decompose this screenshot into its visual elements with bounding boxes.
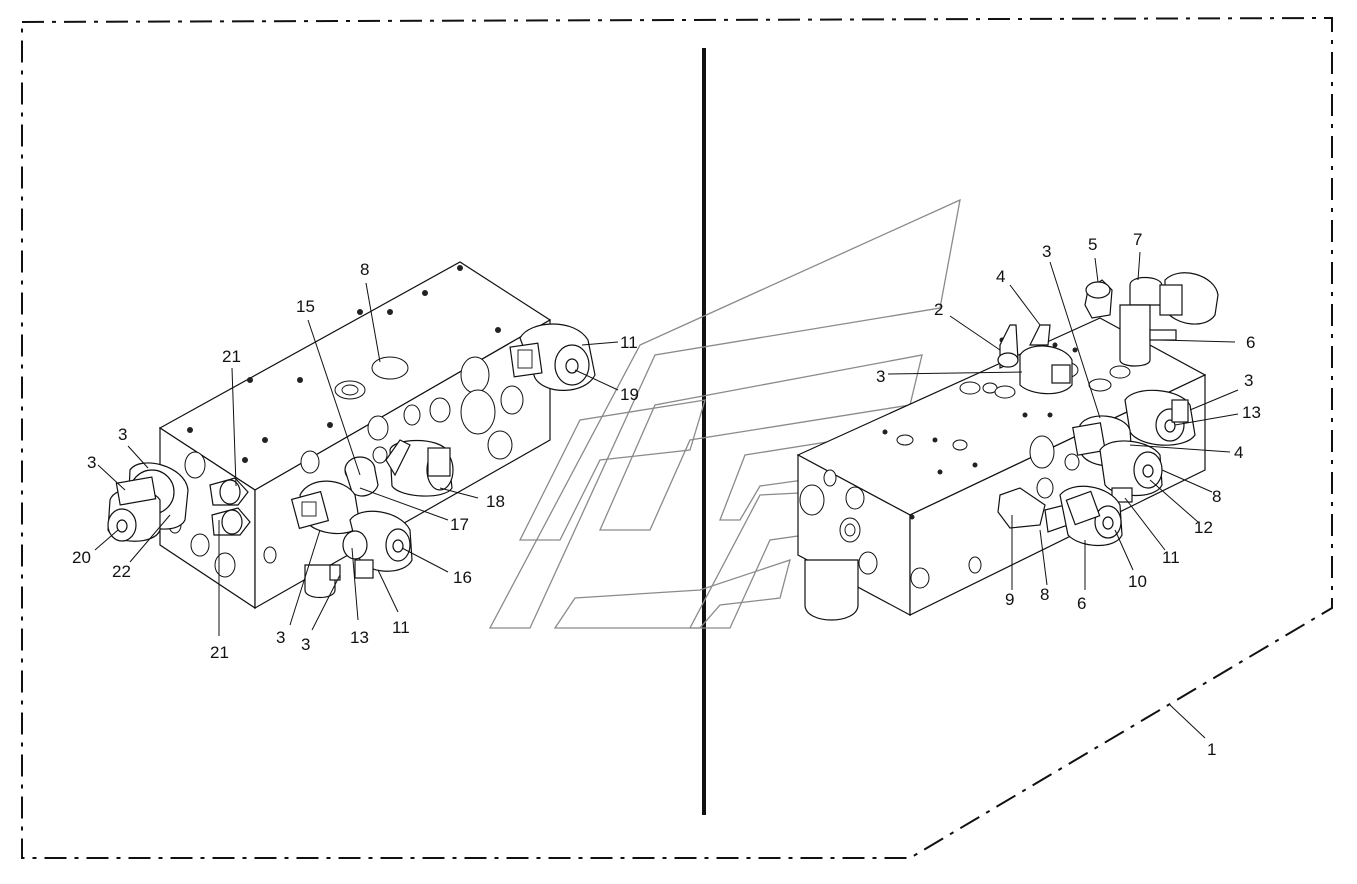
right-solenoid-9-10 — [997, 485, 1123, 547]
callout-8-right: 8 — [1212, 487, 1221, 506]
callout-10: 10 — [1128, 572, 1147, 591]
left-leader-lines — [94, 282, 619, 636]
right-callouts: 3 5 7 4 2 3 6 3 13 4 8 12 11 9 8 6 10 — [876, 230, 1261, 613]
callout-3-b: 3 — [87, 453, 96, 472]
callout-11-bottom: 11 — [392, 618, 410, 637]
right-solenoid-4-8-12 — [1072, 415, 1163, 503]
callout-22: 22 — [112, 562, 131, 581]
callout-8-bottom: 8 — [1040, 585, 1049, 604]
callout-3-c: 3 — [276, 628, 285, 647]
left-solenoid-11-top — [509, 323, 596, 391]
left-plug-17 — [344, 456, 379, 497]
right-plug-5 — [1084, 279, 1113, 319]
right-valve-block — [796, 317, 1207, 621]
callout-3-r-right: 3 — [1244, 371, 1253, 390]
callout-6-bottom: 6 — [1077, 594, 1086, 613]
callout-17: 17 — [450, 515, 469, 534]
callout-13-left: 13 — [350, 628, 369, 647]
callout-1-assembly: 1 — [1207, 740, 1216, 759]
callout-21-top: 21 — [222, 347, 241, 366]
callout-11-right: 11 — [1162, 548, 1180, 567]
callout-19: 19 — [620, 385, 639, 404]
callout-16: 16 — [453, 568, 472, 587]
callout-6-top: 6 — [1246, 333, 1255, 352]
left-callouts: 8 15 11 19 21 3 3 20 22 18 17 16 21 3 3 … — [72, 260, 639, 662]
callout-5: 5 — [1088, 235, 1097, 254]
left-solenoid-20-22 — [107, 462, 189, 542]
callout-3-d: 3 — [301, 635, 310, 654]
callout-3-r-left: 3 — [876, 367, 885, 386]
callout-21-bottom: 21 — [210, 643, 229, 662]
left-solenoid-13-16 — [290, 480, 413, 581]
callout-4-right: 4 — [1234, 443, 1243, 462]
callout-18: 18 — [486, 492, 505, 511]
callout-20: 20 — [72, 548, 91, 567]
callout-9: 9 — [1005, 590, 1014, 609]
callout-11-top: 11 — [620, 333, 638, 352]
right-solenoid-3-13 — [1124, 389, 1196, 446]
callout-7: 7 — [1133, 230, 1142, 249]
callout-15: 15 — [296, 297, 315, 316]
callout-3-r-top: 3 — [1042, 242, 1051, 261]
callout-8-left: 8 — [360, 260, 369, 279]
left-solenoid-18 — [385, 439, 454, 497]
left-fittings-21 — [209, 477, 251, 536]
right-leader-lines — [887, 251, 1239, 739]
assembly-boundary — [21, 16, 1333, 859]
watermark-logo — [488, 198, 961, 629]
callout-13-right: 13 — [1242, 403, 1261, 422]
callout-3-a: 3 — [118, 425, 127, 444]
right-valve-7-6 — [1119, 272, 1219, 367]
callout-2: 2 — [934, 300, 943, 319]
callout-12: 12 — [1194, 518, 1213, 537]
right-sensor-4-2 — [997, 324, 1073, 395]
callout-4-top: 4 — [996, 267, 1005, 286]
